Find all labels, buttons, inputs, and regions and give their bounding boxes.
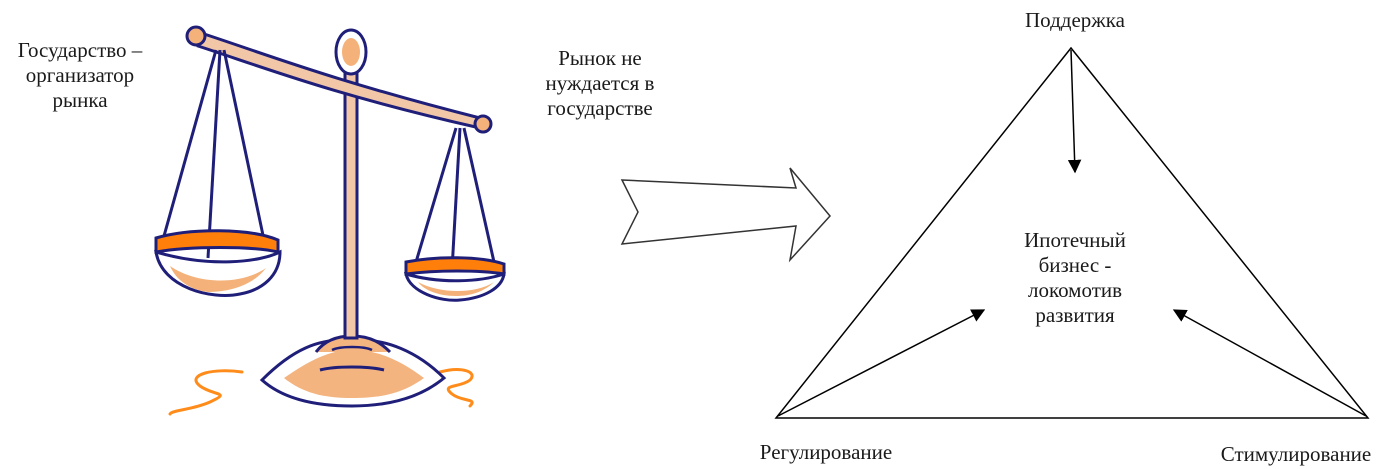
market-label-line-2: нуждается в (545, 71, 655, 95)
market-label-line-1: Рынок не (558, 46, 642, 70)
arrow-stimulation-to-center (1172, 309, 1367, 417)
arrow-regulation-to-center (777, 309, 986, 417)
beam-right-knob (473, 114, 493, 134)
stimulation-label: Стимулирование (1220, 442, 1372, 466)
right-swirl-decoration (438, 368, 474, 408)
state-organizer-label: Государство – организатор рынка (0, 38, 160, 113)
regulation-label: Регулирование (759, 440, 893, 464)
market-label-line-3: государстве (547, 96, 653, 120)
arrow-support-to-center (1067, 49, 1082, 174)
support-label: Поддержка (1025, 8, 1125, 32)
left-swirl-decoration (168, 369, 244, 416)
center-line-3: локомотив (1027, 278, 1123, 302)
center-line-2: бизнес - (1038, 253, 1112, 277)
state-label-line-1: Государство – (17, 38, 143, 62)
state-label-line-3: рынка (52, 88, 108, 112)
mortgage-business-center-label: Ипотечный бизнес - локомотив развития (990, 228, 1160, 328)
market-no-state-label: Рынок не нуждается в государстве (520, 46, 680, 121)
center-line-1: Ипотечный (1024, 228, 1126, 252)
state-label-line-2: организатор (25, 63, 135, 87)
triangle-outline (774, 46, 1370, 419)
center-line-4: развития (1035, 303, 1115, 327)
beam-left-knob (185, 25, 207, 47)
